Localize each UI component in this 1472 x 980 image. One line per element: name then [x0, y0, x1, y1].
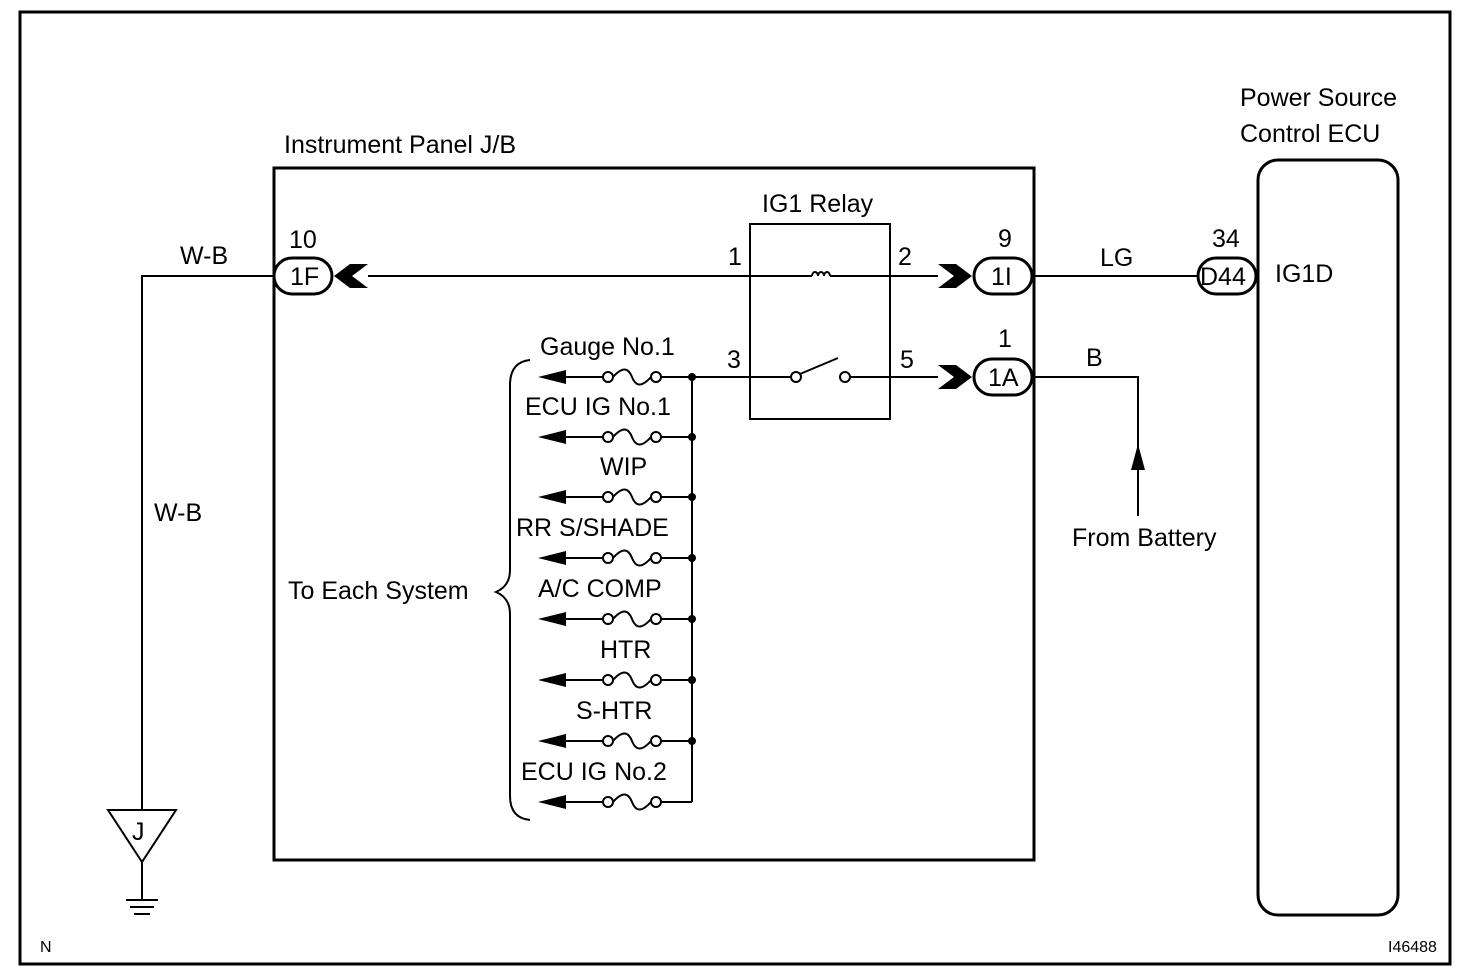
fuse-icon — [602, 368, 662, 386]
fuse-label: WIP — [600, 453, 647, 481]
relay-coil-icon — [811, 271, 831, 277]
wire-b-label: B — [1086, 344, 1103, 372]
fuse-icon — [602, 549, 662, 567]
fuse-icon — [602, 488, 662, 506]
outer-border — [18, 10, 1452, 966]
ecu-terminal-label: IG1D — [1275, 260, 1333, 288]
arrow-left-icon — [538, 612, 566, 626]
fuse-icon — [602, 428, 662, 446]
connector-1i-pin: 9 — [998, 225, 1012, 253]
fuse-label: RR S/SHADE — [516, 514, 669, 542]
connector-1a-pin: 1 — [998, 325, 1012, 353]
power-source-ecu — [1256, 158, 1400, 917]
fuse-row: WIP — [538, 453, 696, 506]
relay-title: IG1 Relay — [762, 190, 874, 218]
ground-point-j — [106, 809, 178, 915]
junction-dot — [688, 676, 696, 684]
connector-1f-label: 1F — [290, 263, 319, 291]
brace-icon — [493, 359, 531, 821]
fuse-icon — [602, 732, 662, 750]
fuse-label: HTR — [600, 636, 651, 664]
chevron-right-icon — [938, 264, 972, 288]
to-each-system-label: To Each System — [288, 577, 469, 605]
fuse-label: A/C COMP — [538, 575, 662, 603]
fuse-icon — [602, 671, 662, 689]
arrow-left-icon — [538, 734, 566, 748]
junction-dot — [688, 737, 696, 745]
fuse-icon — [602, 610, 662, 628]
connector-d44-label: D44 — [1200, 263, 1246, 291]
wire-lg-label: LG — [1100, 244, 1133, 272]
connector-1f-pin: 10 — [289, 226, 317, 254]
arrow-left-icon — [538, 370, 566, 384]
ecu-title-line2: Control ECU — [1240, 120, 1380, 148]
wire-b — [1032, 376, 1139, 470]
junction-dot — [688, 493, 696, 501]
relay-switch-icon — [790, 357, 851, 383]
jb-title: Instrument Panel J/B — [284, 131, 516, 159]
connector-d44-pin: 34 — [1212, 225, 1240, 253]
connector-1a-label: 1A — [988, 364, 1019, 392]
wire-w-b-vertical-label: W-B — [154, 499, 202, 527]
chevron-left-icon — [334, 264, 368, 288]
fuse-row: RR S/SHADE — [516, 514, 696, 567]
corner-right-label: I46488 — [1388, 939, 1437, 956]
fuse-row: ECU IG No.1 — [525, 393, 696, 446]
junction-dot — [688, 433, 696, 441]
fuse-row: ECU IG No.2 — [521, 758, 692, 811]
arrow-left-icon — [538, 430, 566, 444]
connector-1i-label: 1I — [991, 263, 1012, 291]
arrow-left-icon — [538, 490, 566, 504]
relay-pin-5: 5 — [900, 346, 914, 374]
fuse-row: A/C COMP — [538, 575, 696, 628]
fuse-row: Gauge No.1 — [538, 333, 696, 386]
arrow-left-icon — [538, 795, 566, 809]
junction-dot — [688, 615, 696, 623]
relay-pin-2: 2 — [898, 243, 912, 271]
arrow-up-icon — [1131, 444, 1145, 470]
ig1-relay — [749, 223, 891, 420]
fuse-label: ECU IG No.1 — [525, 393, 671, 421]
fuse-row: S-HTR — [538, 697, 696, 750]
junction-block — [272, 166, 1036, 862]
relay-pin-3: 3 — [727, 346, 741, 374]
fuse-label: S-HTR — [576, 697, 652, 725]
fuse-row: HTR — [538, 636, 696, 689]
chevron-right-icon — [938, 365, 972, 389]
junction-dot — [688, 554, 696, 562]
ecu-title-line1: Power Source — [1240, 84, 1397, 112]
wire-w-b-top-label: W-B — [180, 242, 228, 270]
arrow-left-icon — [538, 673, 566, 687]
from-battery-label: From Battery — [1072, 524, 1217, 552]
fuse-icon — [602, 793, 662, 811]
wire-w-b — [141, 275, 274, 810]
relay-pin-1: 1 — [728, 243, 742, 271]
arrow-left-icon — [538, 551, 566, 565]
fuse-label: ECU IG No.2 — [521, 758, 667, 786]
junction-dot — [688, 373, 696, 381]
ground-label: J — [132, 818, 145, 846]
fuse-label: Gauge No.1 — [540, 333, 675, 361]
corner-left-label: N — [40, 939, 52, 956]
